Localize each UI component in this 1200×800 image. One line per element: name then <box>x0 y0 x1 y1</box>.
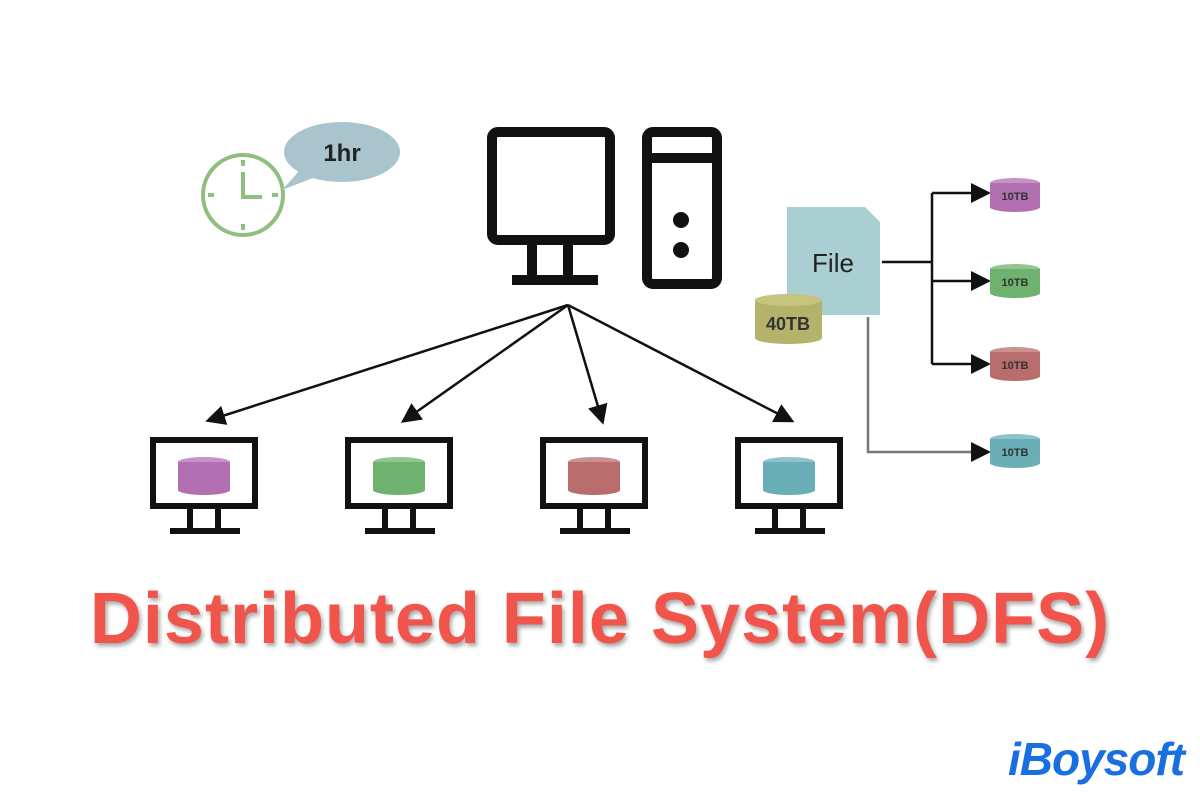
storage-node-computer <box>345 437 453 534</box>
clock-icon <box>201 153 285 237</box>
bubble-text: 1hr <box>323 140 360 167</box>
speech-bubble: 1hr <box>282 122 400 190</box>
brand-logo: iBoysoft <box>1008 733 1185 785</box>
chunk-size-label: 10TB <box>1002 360 1029 372</box>
split-lines <box>866 183 991 462</box>
file-label: File <box>812 248 854 278</box>
page-title: Distributed File System(DFS) <box>88 578 1111 661</box>
source-storage-cylinder: 40TB <box>755 294 822 344</box>
chunk-cylinder: 10TB <box>990 178 1040 212</box>
chunk-size-label: 10TB <box>1002 191 1029 203</box>
distribution-arrows <box>205 303 795 425</box>
storage-node-computer <box>540 437 648 534</box>
chunk-size-label: 10TB <box>1002 447 1029 459</box>
storage-cylinder <box>178 457 230 495</box>
storage-cylinder <box>568 457 620 495</box>
chunk-cylinder: 10TB <box>990 347 1040 381</box>
file-icon: File <box>787 207 880 315</box>
main-computer-icon <box>487 127 722 289</box>
storage-cylinder <box>373 457 425 495</box>
chunk-size-label: 10TB <box>1002 277 1029 289</box>
chunk-cylinder: 10TB <box>990 264 1040 298</box>
storage-node-computer <box>150 437 258 534</box>
svg-text:40TB: 40TB <box>766 314 810 334</box>
storage-node-computer <box>735 437 843 534</box>
chunk-cylinder: 10TB <box>990 434 1040 468</box>
storage-cylinder <box>763 457 815 495</box>
